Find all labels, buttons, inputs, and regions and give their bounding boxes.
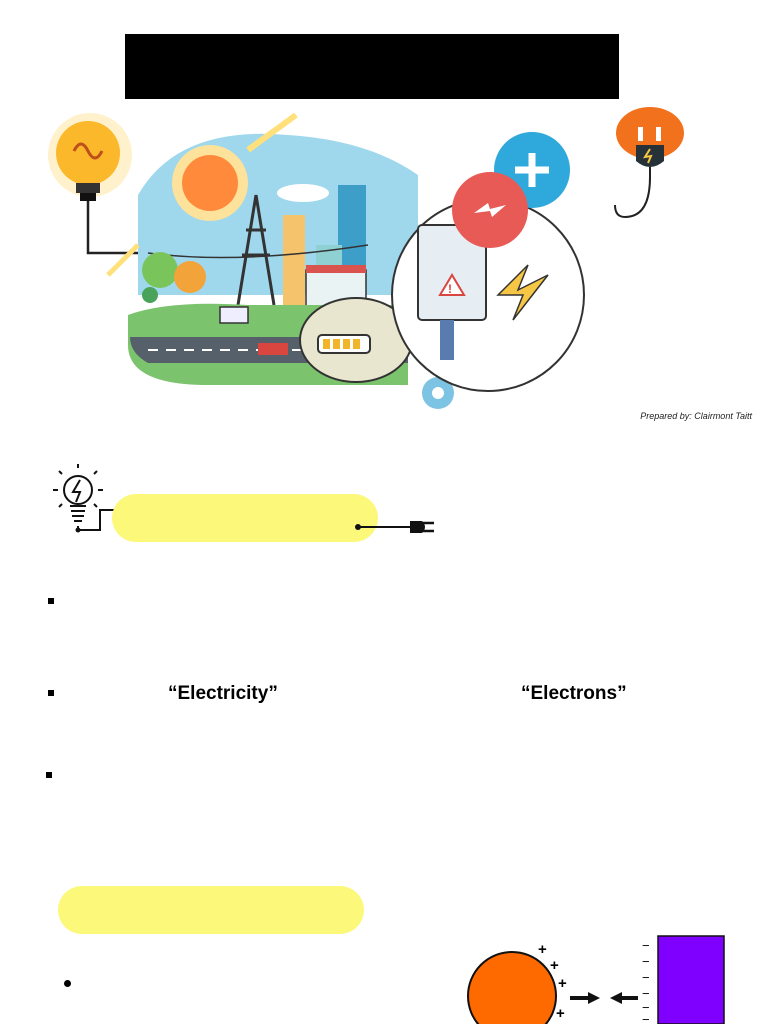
positive-sphere bbox=[467, 951, 557, 1024]
positive-charge: + bbox=[538, 941, 547, 958]
plug-cord-icon bbox=[355, 521, 434, 533]
term-electricity: “Electricity” bbox=[168, 683, 278, 704]
positive-charge: + bbox=[558, 975, 567, 992]
bullet-marker bbox=[48, 598, 54, 604]
section-heading-highlight-1 bbox=[112, 494, 378, 542]
svg-text:!: ! bbox=[448, 282, 452, 296]
attraction-arrow-right bbox=[570, 992, 600, 1004]
section-heading-highlight-2 bbox=[58, 886, 364, 934]
idea-bulb-icon bbox=[53, 464, 118, 533]
credit-line: Prepared by: Clairmont Taitt bbox=[640, 411, 752, 421]
negative-charge: − bbox=[642, 1000, 650, 1015]
positive-charge: + bbox=[550, 957, 559, 974]
charge-attraction-diagram: + + + + − − − − − − bbox=[467, 935, 725, 1024]
bullet-marker bbox=[48, 690, 54, 696]
attraction-arrow-left bbox=[610, 992, 638, 1004]
negative-charge: − bbox=[642, 954, 650, 969]
negative-charge: − bbox=[642, 970, 650, 985]
electric-plug-icon bbox=[614, 107, 684, 219]
bullet-dot bbox=[64, 980, 71, 987]
negative-charge: − bbox=[642, 986, 650, 1001]
light-bulb-icon bbox=[48, 113, 148, 255]
negative-charge: − bbox=[642, 1012, 650, 1024]
electricity-illustration: ! bbox=[48, 107, 684, 409]
title-redaction-bar bbox=[125, 34, 619, 99]
term-electrons: “Electrons” bbox=[521, 683, 627, 704]
negative-block bbox=[657, 935, 725, 1024]
positive-charge: + bbox=[556, 1005, 565, 1022]
negative-charge: − bbox=[642, 938, 650, 953]
bullet-marker bbox=[46, 772, 52, 778]
